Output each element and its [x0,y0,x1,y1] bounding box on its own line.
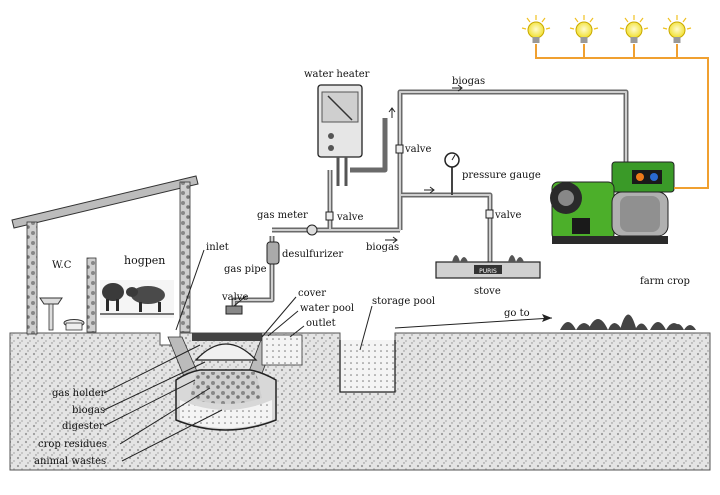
label-water-pool: water pool [300,303,354,314]
stove-brand: PURIS [479,268,497,275]
power-wire [535,44,709,189]
label-valve-middle: valve [336,212,363,223]
light-bulb-icon [521,15,551,43]
label-animal-wastes: animal wastes [34,456,106,467]
biogas-flow-arrow-mid [385,236,398,244]
label-biogas-digester: biogas [72,405,105,416]
leader-lines [103,249,373,462]
label-digester: digester [62,421,104,432]
gas-meter [306,224,318,236]
desulfurizer [266,241,280,265]
storage-pool [339,340,396,393]
light-bulb-icon [662,15,692,43]
crop-icon [560,314,696,330]
label-biogas-top: biogas [452,76,485,87]
generator-icon [550,161,675,244]
label-gas-pipe: gas pipe [224,264,267,275]
hog-icon [100,280,174,318]
digester [167,333,303,431]
label-go-to: go to [504,308,530,319]
label-storage-pool: storage pool [372,296,435,307]
label-crop-residues: crop residues [38,439,107,450]
label-farm-crop: farm crop [640,276,690,287]
label-valve-upper: valve [404,144,431,155]
light-bulb-icon [619,15,649,43]
label-hogpen: hogpen [124,254,165,267]
go-to-line [394,317,553,329]
label-valve-stove: valve [494,210,521,221]
biogas-flow-arrow-top [452,84,463,92]
water-heater-icon [317,84,363,186]
label-gas-holder: gas holder [52,388,106,399]
valve-stove-symbol [485,209,494,219]
label-water-heater: water heater [304,69,370,80]
flow-arrow-gauge [424,186,435,194]
label-pressure-gauge: pressure gauge [462,170,541,181]
stove-icon: PURIS [435,255,541,279]
shed [11,175,199,335]
label-cover: cover [298,288,326,299]
label-valve-ground: valve [221,292,248,303]
valve-upper-symbol [395,144,404,154]
label-gas-meter: gas meter [257,210,308,221]
pressure-gauge-icon [444,152,460,195]
light-bulb-icon [569,15,599,43]
flow-arrow-up [388,107,396,118]
ground-valve [225,305,243,315]
gas-pipe-network [231,89,629,312]
label-inlet: inlet [206,242,229,253]
label-biogas-mid: biogas [366,242,399,253]
label-desulfurizer: desulfurizer [282,249,343,260]
label-outlet: outlet [306,318,336,329]
valve-middle-symbol [325,211,334,221]
label-wc: W.C [52,260,72,271]
go-to-arrowhead [542,314,552,322]
label-stove: stove [474,286,501,297]
